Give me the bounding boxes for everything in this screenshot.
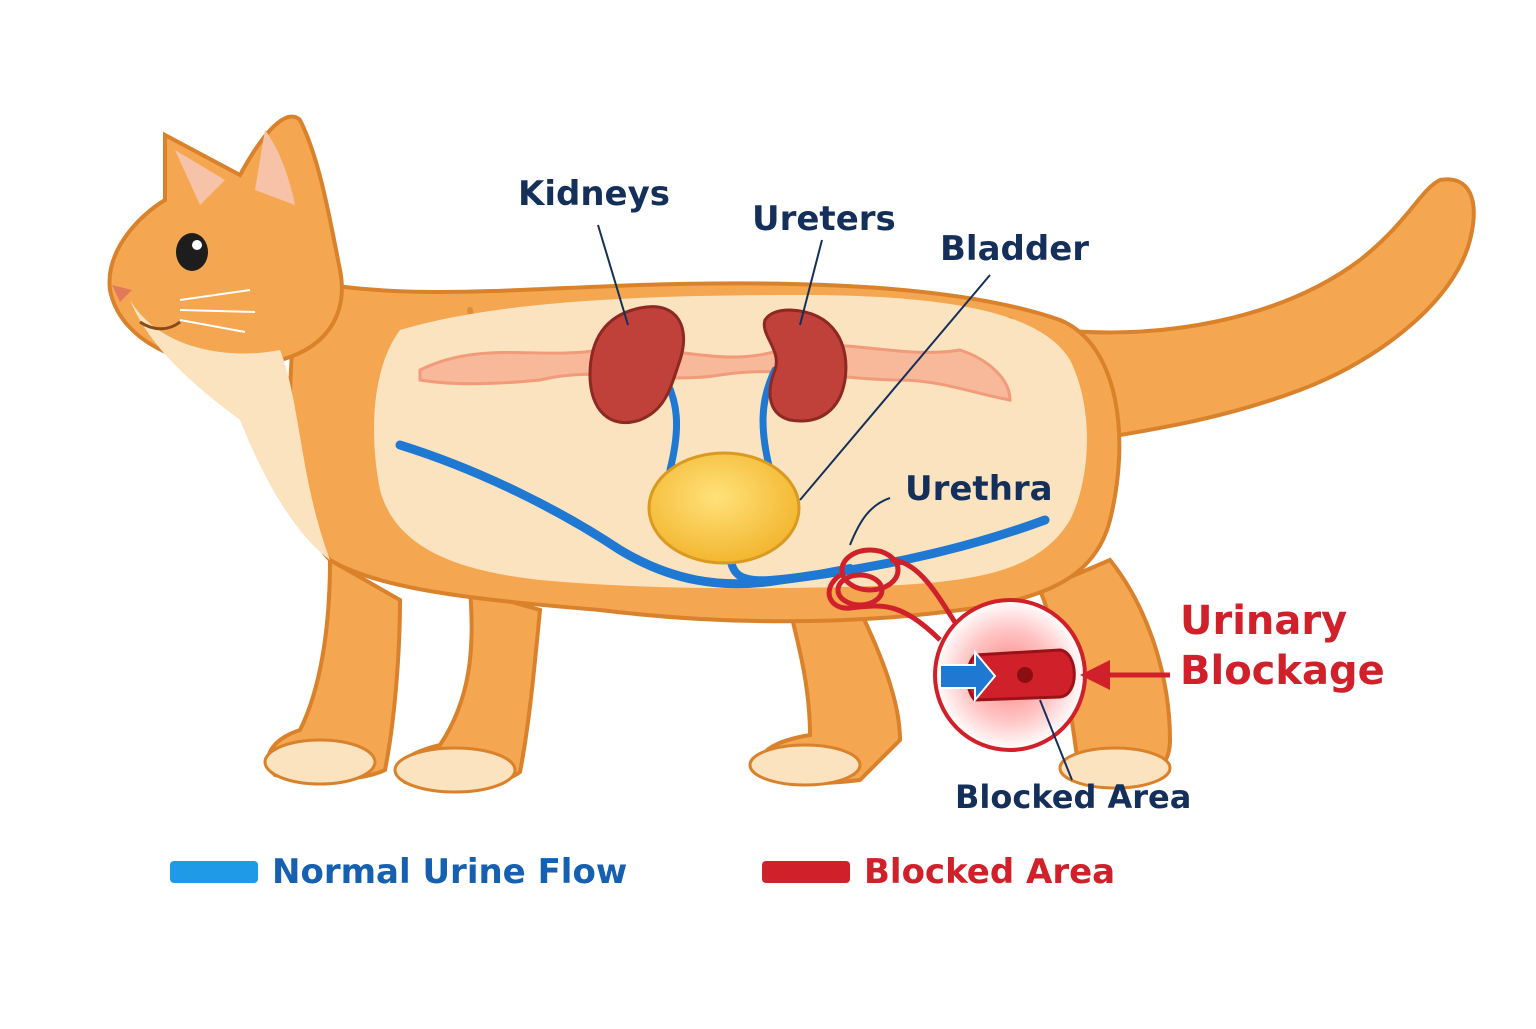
label-urinary-blockage-1: Urinary <box>1180 598 1347 644</box>
label-kidneys: Kidneys <box>518 174 670 214</box>
bladder <box>647 451 801 565</box>
legend-blocked-label: Blocked Area <box>864 852 1116 892</box>
blockage-tangle <box>826 547 963 642</box>
kidney-right <box>762 308 848 423</box>
cat-illustration <box>107 114 1476 794</box>
label-bladder: Bladder <box>940 229 1089 269</box>
flow-arrow-blue <box>939 649 997 703</box>
legend-swatch-red <box>762 861 850 883</box>
legend-normal-label: Normal Urine Flow <box>272 852 628 892</box>
cat-paw <box>1058 746 1172 790</box>
kidney-left <box>588 305 686 425</box>
cat-tail <box>1057 177 1476 443</box>
cat-paw <box>263 738 377 786</box>
label-ureters: Ureters <box>752 199 896 239</box>
blockage-magnifier <box>933 598 1087 752</box>
leader-lines <box>597 224 1073 781</box>
legend-blocked-area: Blocked Area <box>762 852 1115 892</box>
label-blocked-area: Blocked Area <box>955 778 1191 816</box>
urine-flow-line <box>395 440 1050 589</box>
label-urethra: Urethra <box>905 469 1053 509</box>
cat-paw <box>393 746 517 794</box>
urethra <box>726 546 854 585</box>
cat-paw <box>748 743 862 787</box>
cat-chest <box>130 300 330 560</box>
cat-eye <box>176 233 208 271</box>
blockage-arrow <box>1080 660 1170 690</box>
cat-nose <box>112 285 132 302</box>
label-urinary-blockage-2: Blockage <box>1180 648 1385 694</box>
legend-swatch-blue <box>170 861 258 883</box>
legend-normal-flow: Normal Urine Flow <box>170 852 627 892</box>
